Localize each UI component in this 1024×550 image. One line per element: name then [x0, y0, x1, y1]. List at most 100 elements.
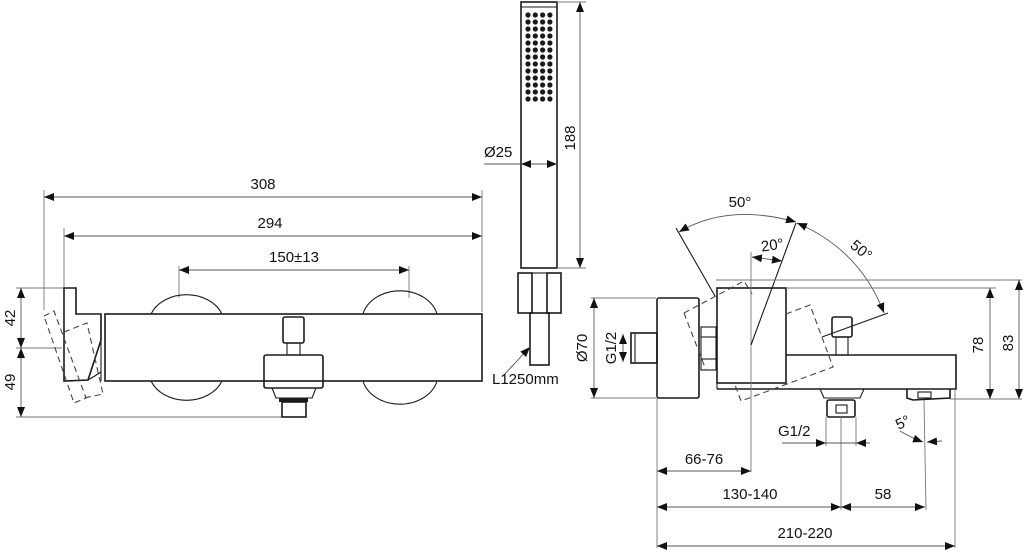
rosette-right-bottom: [362, 380, 438, 405]
shower-nozzle: [547, 26, 553, 32]
connection-nut: [700, 326, 717, 371]
outlet-collar: [271, 387, 317, 399]
dim-label-height-to-spout: 78: [970, 337, 987, 354]
dim-label-overall-projection: 210-220: [777, 525, 832, 542]
outlet-thread-band: [279, 398, 308, 402]
outlet-housing: [263, 354, 324, 389]
side-outlet-bore: [835, 404, 848, 414]
shower-nozzle: [532, 75, 538, 81]
shower-nozzle: [547, 96, 553, 102]
shower-nozzle: [525, 19, 531, 25]
lever-block: [716, 287, 787, 384]
shower-nozzle: [532, 19, 538, 25]
shower-nozzle: [532, 68, 538, 74]
shower-nozzle: [547, 47, 553, 53]
lever-alt-top: [683, 280, 753, 314]
shower-nozzle: [540, 19, 546, 25]
ext-line-spout: [923, 399, 927, 511]
shower-nozzle: [547, 40, 553, 46]
dim-label-shower-diameter: Ø25: [484, 144, 512, 161]
shower-nozzle: [532, 47, 538, 53]
side-outlet-connector: [826, 399, 856, 418]
shower-nozzle: [525, 96, 531, 102]
shower-nozzle: [525, 68, 531, 74]
shower-nozzle: [532, 54, 538, 60]
shower-nozzle: [547, 89, 553, 95]
hose-connector-left: [517, 272, 533, 314]
hose-end: [529, 312, 550, 366]
dim-label-overall-width: 308: [250, 176, 275, 193]
dim-label-connection-centres: 150±13: [269, 249, 319, 266]
shower-nozzle: [532, 61, 538, 67]
shower-nozzle: [547, 82, 553, 88]
shower-nozzle: [532, 33, 538, 39]
spout-aerator: [906, 389, 951, 401]
arc-20: [751, 254, 783, 264]
angle-label-spout: 5°: [893, 412, 913, 433]
shower-nozzle: [525, 12, 531, 18]
aerator-insert: [917, 391, 932, 399]
lever-rotation-left-ray: [675, 227, 716, 297]
shower-nozzle: [525, 26, 531, 32]
shower-nozzle: [525, 89, 531, 95]
shower-nozzle: [532, 96, 538, 102]
shower-nozzle: [540, 89, 546, 95]
diverter-knob: [282, 316, 305, 344]
arc-5-left: [899, 430, 924, 443]
shower-nozzle: [532, 89, 538, 95]
dim-label-wall-to-lever: 66-76: [685, 451, 723, 468]
side-outlet-collar: [819, 388, 865, 399]
angle-label-tilt: 20°: [760, 236, 785, 256]
outlet-connector: [281, 401, 307, 418]
shower-nozzle: [525, 40, 531, 46]
dim-label-outlet-to-spout: 58: [875, 486, 892, 503]
arc-50-right: [796, 222, 885, 314]
mixer-body: [104, 313, 483, 382]
shower-nozzle: [540, 12, 546, 18]
shower-nozzle: [540, 54, 546, 60]
spout-body: [717, 354, 957, 390]
hose-connector-right: [546, 272, 562, 314]
shower-nozzle: [525, 75, 531, 81]
shower-nozzle: [547, 68, 553, 74]
lever-curve: [87, 371, 102, 381]
shower-nozzle: [525, 54, 531, 60]
rosette-left-top: [150, 294, 223, 315]
shower-nozzle-grid: [525, 12, 553, 102]
shower-nozzle: [540, 47, 546, 53]
shower-nozzle: [532, 40, 538, 46]
front-view: 308 294 150±13 42 49: [2, 176, 483, 418]
shower-nozzle: [532, 26, 538, 32]
shower-nozzle: [525, 47, 531, 53]
arc-5-right: [926, 437, 943, 446]
hose-leader: [501, 346, 531, 378]
wall-rosette: [656, 297, 700, 399]
rosette-right-top: [362, 290, 438, 315]
angle-label-left: 50°: [729, 194, 752, 211]
lever-tilt-ray: [750, 222, 797, 346]
dim-label-inlet-thread: G1/2: [603, 332, 620, 365]
rosette-left-bottom: [150, 380, 223, 401]
shower-nozzle: [540, 82, 546, 88]
dim-label-shower-length: 188: [562, 125, 579, 150]
side-diverter-stem: [835, 336, 849, 356]
shower-nozzle: [540, 96, 546, 102]
lever-alt-position-inner: [63, 322, 104, 399]
shower-nozzle: [525, 61, 531, 67]
shower-nozzle: [540, 26, 546, 32]
lever-rotation-right-ray: [821, 312, 889, 338]
dim-label-overall-height: 83: [1000, 335, 1017, 352]
shower-nozzle: [540, 68, 546, 74]
dim-label-height-below: 49: [2, 374, 19, 391]
shower-nozzle: [540, 75, 546, 81]
shower-nozzle: [540, 40, 546, 46]
shower-nozzle: [547, 33, 553, 39]
shower-nozzle: [540, 33, 546, 39]
dim-label-outlet-thread: G1/2: [778, 423, 811, 440]
lever-alt-position-outer: [43, 310, 87, 404]
lever-handle: [63, 287, 102, 382]
shower-nozzle: [547, 12, 553, 18]
dim-label-rosette-diameter: Ø70: [574, 334, 591, 362]
dim-label-height-above: 42: [2, 310, 19, 327]
